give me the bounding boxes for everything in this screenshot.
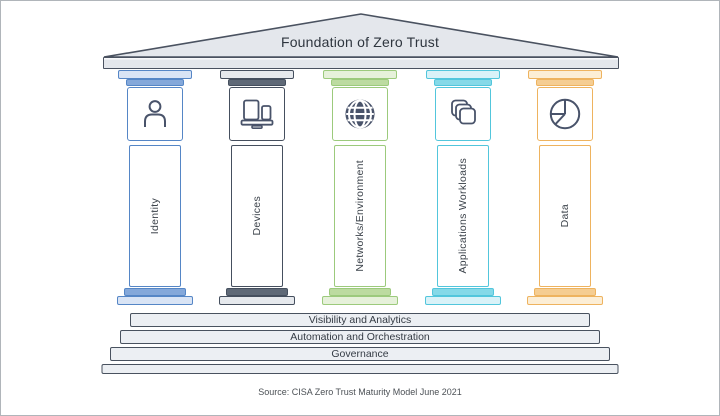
diagram-title: Foundation of Zero Trust	[280, 34, 440, 50]
pillar-shaft: Devices	[231, 145, 283, 287]
pillar-identity: Identity	[117, 70, 193, 305]
pillar-base	[329, 288, 391, 296]
icon-box	[229, 87, 285, 141]
apps-stack-icon	[451, 99, 476, 125]
pillar-shaft: Identity	[129, 145, 181, 287]
devices-icon	[240, 99, 274, 129]
pillar-label: Devices	[251, 196, 263, 236]
foundation-plinth	[101, 364, 619, 374]
capital	[220, 70, 294, 79]
foundation-bar-automation-orchestration: Automation and Orchestration	[120, 330, 600, 344]
pillar-base	[322, 296, 398, 305]
pillar-applications-workloads: Applications Workloads	[425, 70, 501, 305]
pillar-label: Applications Workloads	[457, 158, 469, 274]
pillar-label: Data	[559, 204, 571, 228]
pillar-base	[527, 296, 603, 305]
pillar-base	[432, 288, 494, 296]
entablature-beam	[103, 57, 619, 69]
pillar-shaft: Data	[539, 145, 591, 287]
icon-box	[537, 87, 593, 141]
globe-icon	[345, 99, 375, 129]
icon-box	[332, 87, 388, 141]
pillar-shaft: Networks/Environment	[334, 145, 386, 287]
pie-chart-icon	[549, 98, 581, 130]
pillar-base	[219, 296, 295, 305]
capital	[426, 70, 500, 79]
pillar-base	[425, 296, 501, 305]
capital	[323, 70, 397, 79]
pillar-base	[226, 288, 288, 296]
pillar-data: Data	[527, 70, 603, 305]
pillar-shaft: Applications Workloads	[437, 145, 489, 287]
capital	[228, 79, 286, 86]
person-icon	[144, 100, 166, 127]
capital	[331, 79, 389, 86]
pillar-base	[534, 288, 596, 296]
capital	[126, 79, 184, 86]
pillar-networks-environment: Networks/Environment	[322, 70, 398, 305]
capital	[536, 79, 594, 86]
pillar-label: Networks/Environment	[354, 160, 366, 272]
icon-box	[435, 87, 491, 141]
foundation-bar-visibility-analytics: Visibility and Analytics	[130, 313, 590, 327]
pillar-label: Identity	[149, 197, 161, 235]
foundation-bar-governance: Governance	[110, 347, 610, 361]
capital	[528, 70, 602, 79]
pillar-devices: Devices	[219, 70, 295, 305]
capital	[434, 79, 492, 86]
pillar-base	[124, 288, 186, 296]
icon-box	[127, 87, 183, 141]
capital	[118, 70, 192, 79]
source-caption: Source: CISA Zero Trust Maturity Model J…	[258, 387, 462, 397]
pillar-base	[117, 296, 193, 305]
